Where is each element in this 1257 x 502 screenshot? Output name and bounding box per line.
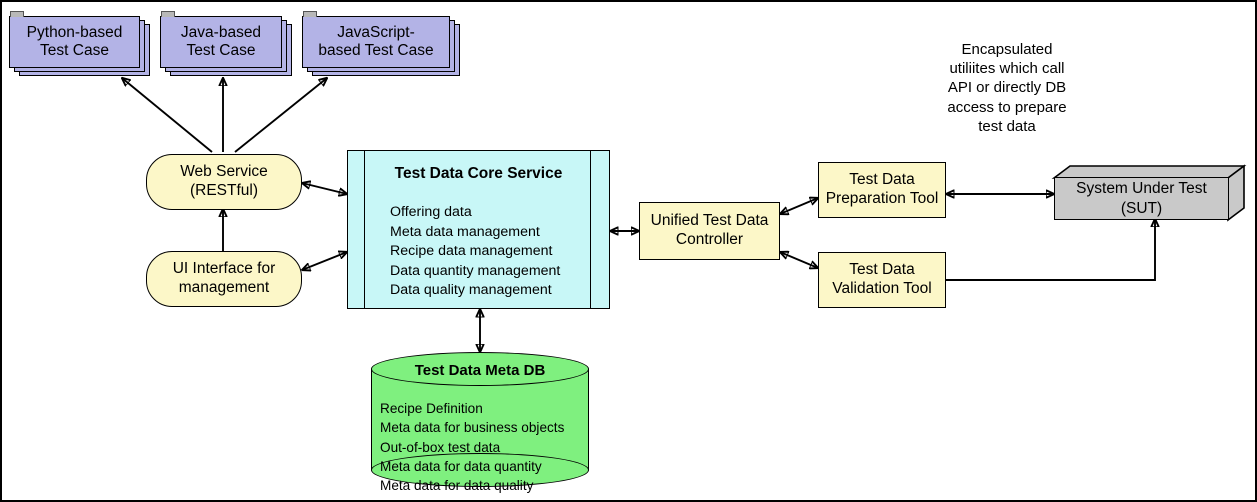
unified-test-data-controller-node[interactable]: Unified Test Data Controller — [639, 202, 780, 260]
test-data-meta-db-node[interactable]: Test Data Meta DB Recipe Definition Meta… — [371, 352, 589, 493]
core-right-divider — [590, 151, 591, 308]
sut-label: System Under Test (SUT) — [1076, 180, 1207, 217]
test-case-label-python: Python-based Test Case — [9, 16, 140, 68]
list-item: Meta data for data quantity — [380, 458, 542, 474]
test-case-card-javascript[interactable]: JavaScript- based Test Case — [302, 11, 462, 76]
test-case-text: JavaScript- based Test Case — [318, 23, 434, 59]
list-item: Meta data for data quality — [380, 478, 534, 494]
test-data-validation-tool-node[interactable]: Test Data Validation Tool — [818, 252, 946, 308]
list-item: Meta data for business objects — [380, 420, 565, 436]
controller-label: Unified Test Data Controller — [650, 212, 769, 248]
sut-front-face: System Under Test (SUT) — [1054, 177, 1229, 220]
list-item: Offering data — [390, 204, 472, 220]
ui-interface-node[interactable]: UI Interface for management — [146, 251, 302, 307]
web-service-node[interactable]: Web Service (RESTful) — [146, 154, 302, 210]
cylinder-bottom-ellipse — [371, 453, 589, 487]
cylinder-top-ellipse — [371, 352, 589, 386]
test-case-card-java[interactable]: Java-based Test Case — [160, 11, 295, 76]
test-case-card-python[interactable]: Python-based Test Case — [9, 11, 154, 76]
preparation-tool-label: Test Data Preparation Tool — [825, 171, 939, 207]
list-item: Out-of-box test data — [380, 439, 501, 455]
list-item: Recipe data management — [390, 243, 553, 260]
core-service-title: Test Data Core Service — [394, 165, 563, 182]
test-case-label-javascript: JavaScript- based Test Case — [302, 16, 450, 68]
list-item: Recipe Definition — [380, 401, 483, 416]
web-service-label: Web Service (RESTful) — [180, 163, 268, 199]
db-title: Test Data Meta DB — [414, 362, 546, 379]
stack-tab-icon — [161, 11, 175, 17]
core-service-item-list: Offering data Meta data management Recip… — [390, 203, 560, 301]
list-item: Data quantity management — [390, 262, 561, 279]
validation-tool-label: Test Data Validation Tool — [832, 261, 932, 297]
system-under-test-node[interactable]: System Under Test (SUT) — [1051, 164, 1247, 222]
core-left-divider — [364, 151, 365, 308]
list-item: Meta data management — [390, 223, 540, 240]
stack-tab-icon — [10, 11, 24, 17]
test-case-text: Python-based Test Case — [26, 23, 123, 59]
encapsulation-annotation: Encapsulated utiliites which call API or… — [947, 41, 1067, 135]
test-case-label-java: Java-based Test Case — [160, 16, 282, 68]
list-item: Data quality management — [390, 282, 552, 299]
db-item-list: Recipe Definition Meta data for business… — [380, 399, 564, 495]
stack-tab-icon — [303, 11, 317, 17]
test-case-text: Java-based Test Case — [180, 23, 262, 59]
ui-interface-label: UI Interface for management — [172, 260, 276, 296]
test-data-core-service-node[interactable]: Test Data Core Service Offering data Met… — [347, 150, 610, 309]
test-data-preparation-tool-node[interactable]: Test Data Preparation Tool — [818, 162, 946, 218]
